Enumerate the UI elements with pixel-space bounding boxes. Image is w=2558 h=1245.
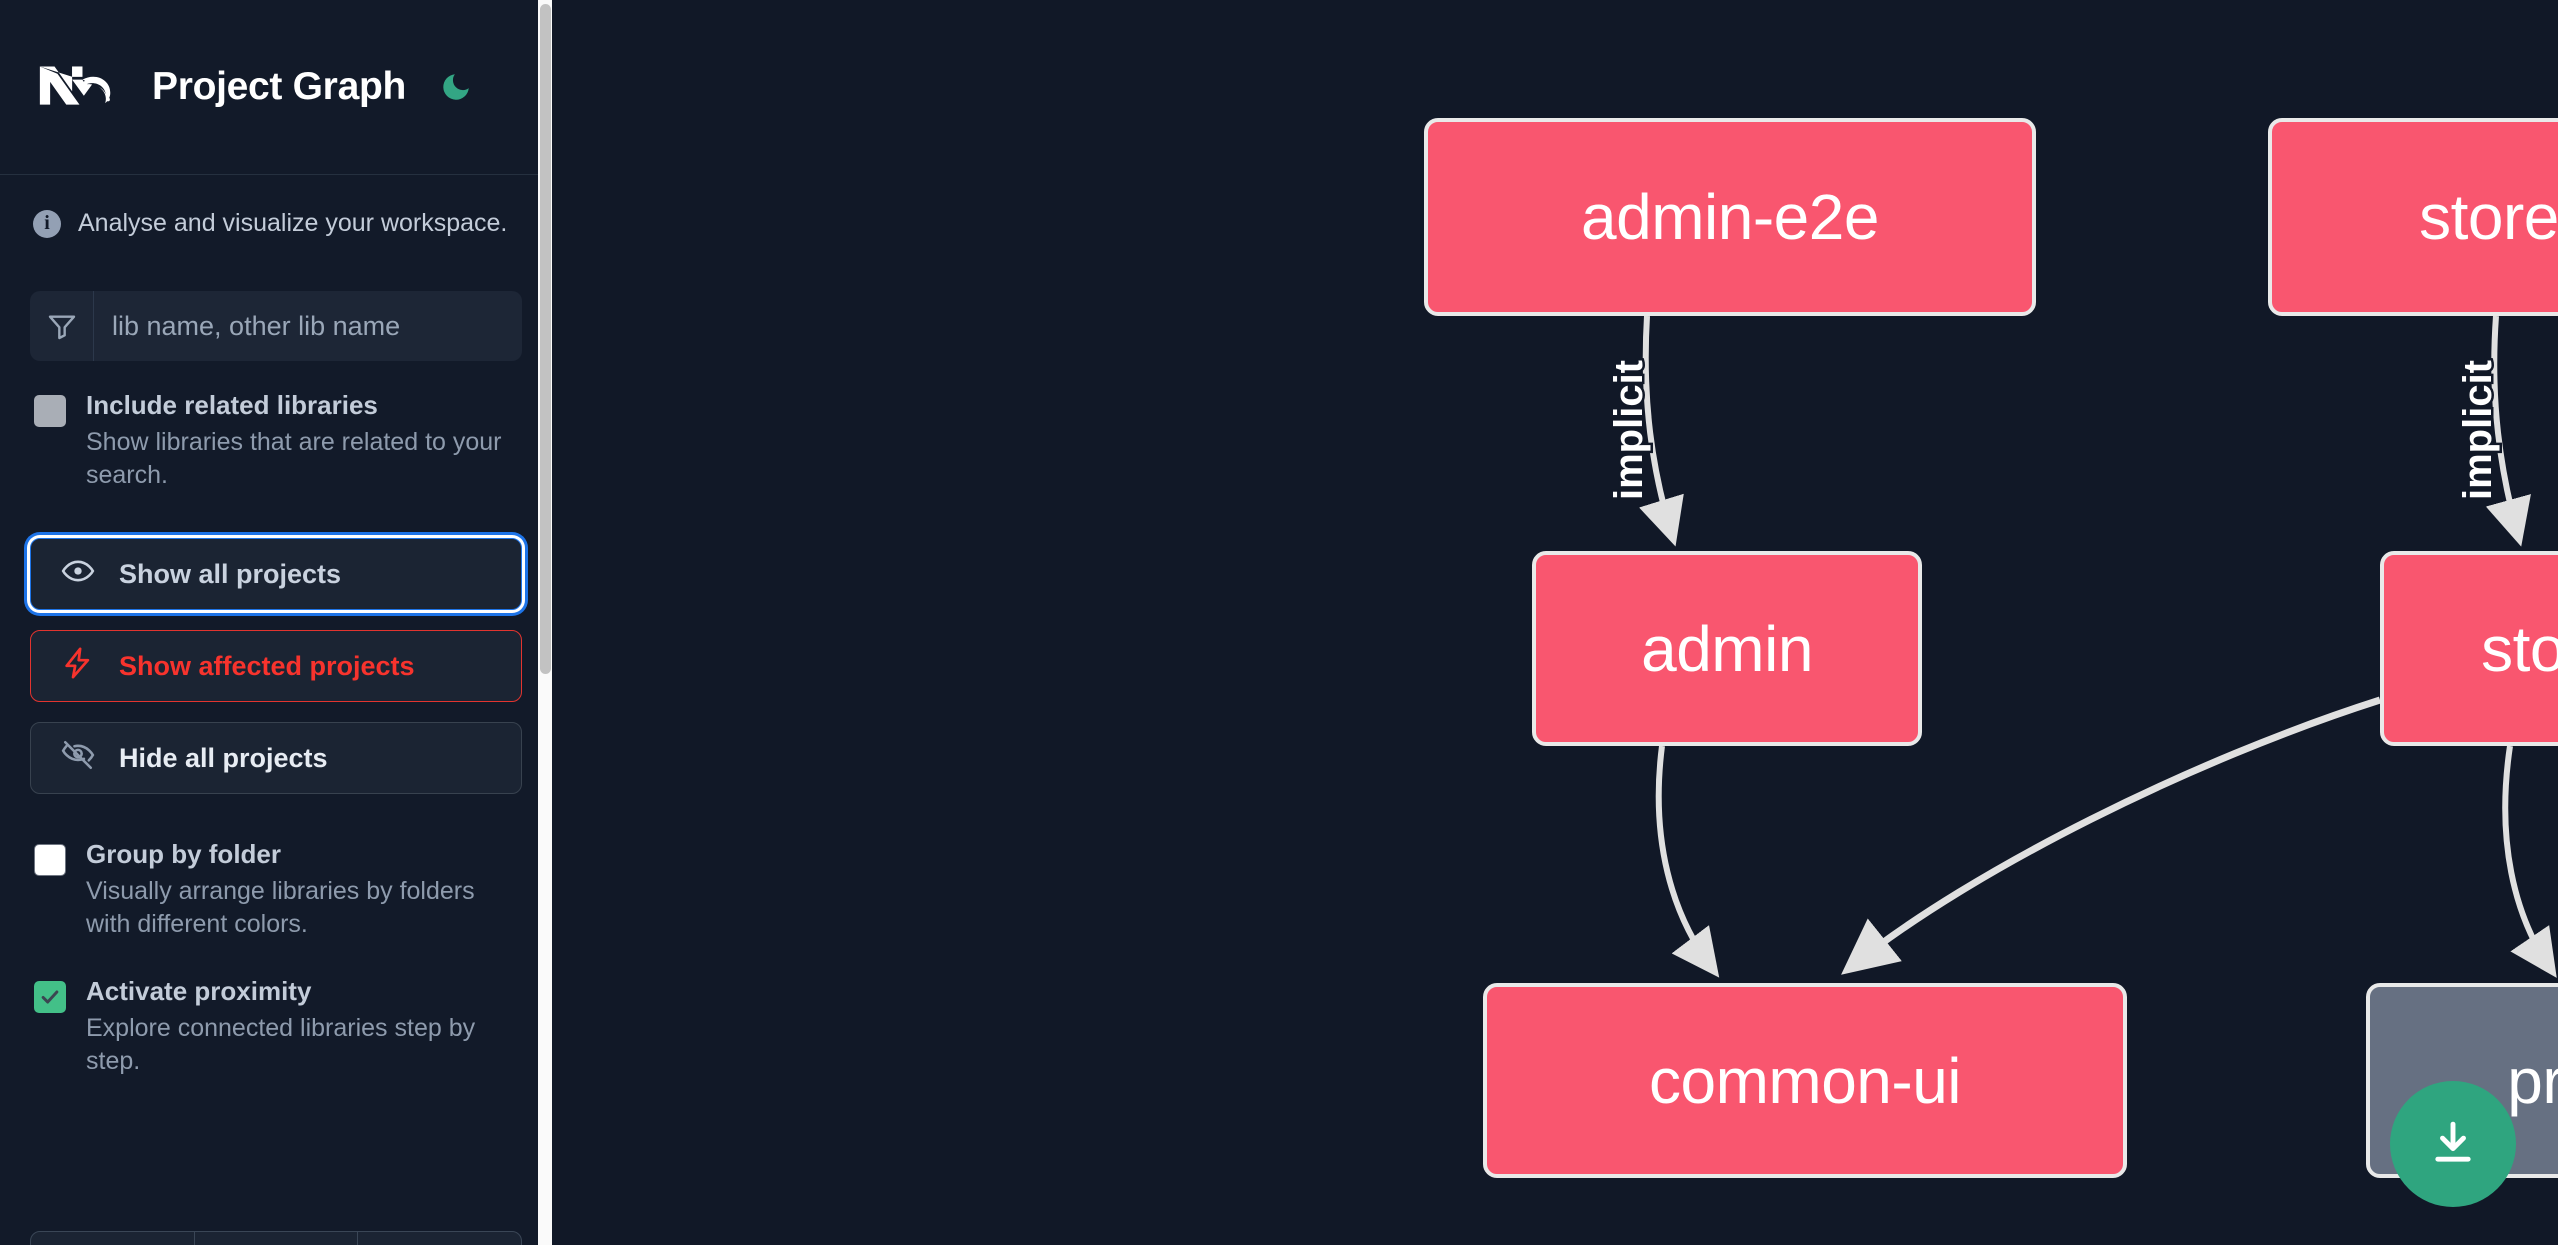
include-related-libraries-checkbox[interactable] [34,395,66,427]
sidebar-header: Project Graph [0,0,552,175]
checkbox-row-activate-proximity[interactable]: Activate proximity Explore connected lib… [30,975,522,1078]
checkbox-label: Include related libraries [86,390,378,420]
graph-node-common-ui[interactable]: common-ui [1483,983,2127,1178]
show-affected-projects-button[interactable]: Show affected projects [30,630,522,702]
info-icon: i [33,209,61,238]
segment-3[interactable] [358,1232,521,1245]
svg-text:implicit: implicit [1607,360,1651,500]
filter-search-box[interactable] [30,291,522,361]
project-visibility-buttons: Show all projects Show affected projects [30,538,522,794]
svg-text:implicit: implicit [2456,360,2500,500]
lightning-bolt-icon [61,646,95,687]
info-text: Analyse and visualize your workspace. [78,209,508,237]
button-label: Hide all projects [119,742,328,773]
segment-1[interactable] [31,1232,195,1245]
checkbox-row-group-by-folder[interactable]: Group by folder Visually arrange librari… [30,838,522,941]
download-icon [2435,1121,2471,1162]
eye-off-icon [61,738,95,779]
hide-all-projects-button[interactable]: Hide all projects [30,722,522,794]
sidebar-scrollbar-thumb[interactable] [540,4,551,674]
checkbox-description: Show libraries that are related to your … [86,427,502,489]
download-button[interactable] [2390,1081,2516,1207]
edge-store-e2e-to-store [2485,315,2531,547]
segment-2[interactable] [195,1232,359,1245]
sidebar: Project Graph i Analyse and visualize yo… [0,0,552,1245]
button-label: Show affected projects [119,650,415,681]
funnel-icon [30,291,94,361]
button-label: Show all projects [119,558,342,589]
graph-edges: implicit implicit [1605,315,2557,978]
checkbox-description: Explore connected libraries step by step… [86,1013,476,1075]
edge-admin-e2e-to-admin [1639,315,1684,547]
eye-icon [61,554,95,595]
graph-canvas[interactable]: implicit implicit admin-e2e store-e2e ad… [552,0,2558,1245]
edge-store-to-common-ui [1841,696,2382,975]
graph-node-admin-e2e[interactable]: admin-e2e [1424,118,2036,316]
checkbox-label: Activate proximity [86,976,312,1006]
nx-logo-icon [34,56,122,118]
sidebar-body: i Analyse and visualize your workspace. … [0,175,552,1078]
moon-icon[interactable] [436,67,476,107]
search-input[interactable] [94,291,522,361]
checkbox-label: Group by folder [86,839,281,869]
checkbox-row-include-related-libraries[interactable]: Include related libraries Show libraries… [30,389,522,492]
sidebar-scrollbar[interactable] [538,0,552,1245]
group-by-folder-checkbox[interactable] [34,844,66,876]
text-search-mode-segmented-control[interactable] [30,1231,522,1245]
edge-store-to-products [2502,745,2557,978]
show-all-projects-button[interactable]: Show all projects [30,538,522,610]
activate-proximity-checkbox[interactable] [34,981,66,1013]
info-row: i Analyse and visualize your workspace. [30,175,522,238]
edge-admin-to-common-ui [1655,745,1720,978]
page-title: Project Graph [152,65,406,108]
edge-label-implicit-admin: implicit [1605,357,1654,502]
graph-node-store[interactable]: store [2380,551,2558,746]
graph-node-admin[interactable]: admin [1532,551,1922,746]
edge-label-implicit-store: implicit [2454,357,2503,502]
checkbox-description: Visually arrange libraries by folders wi… [86,876,475,938]
graph-node-store-e2e[interactable]: store-e2e [2268,118,2558,316]
